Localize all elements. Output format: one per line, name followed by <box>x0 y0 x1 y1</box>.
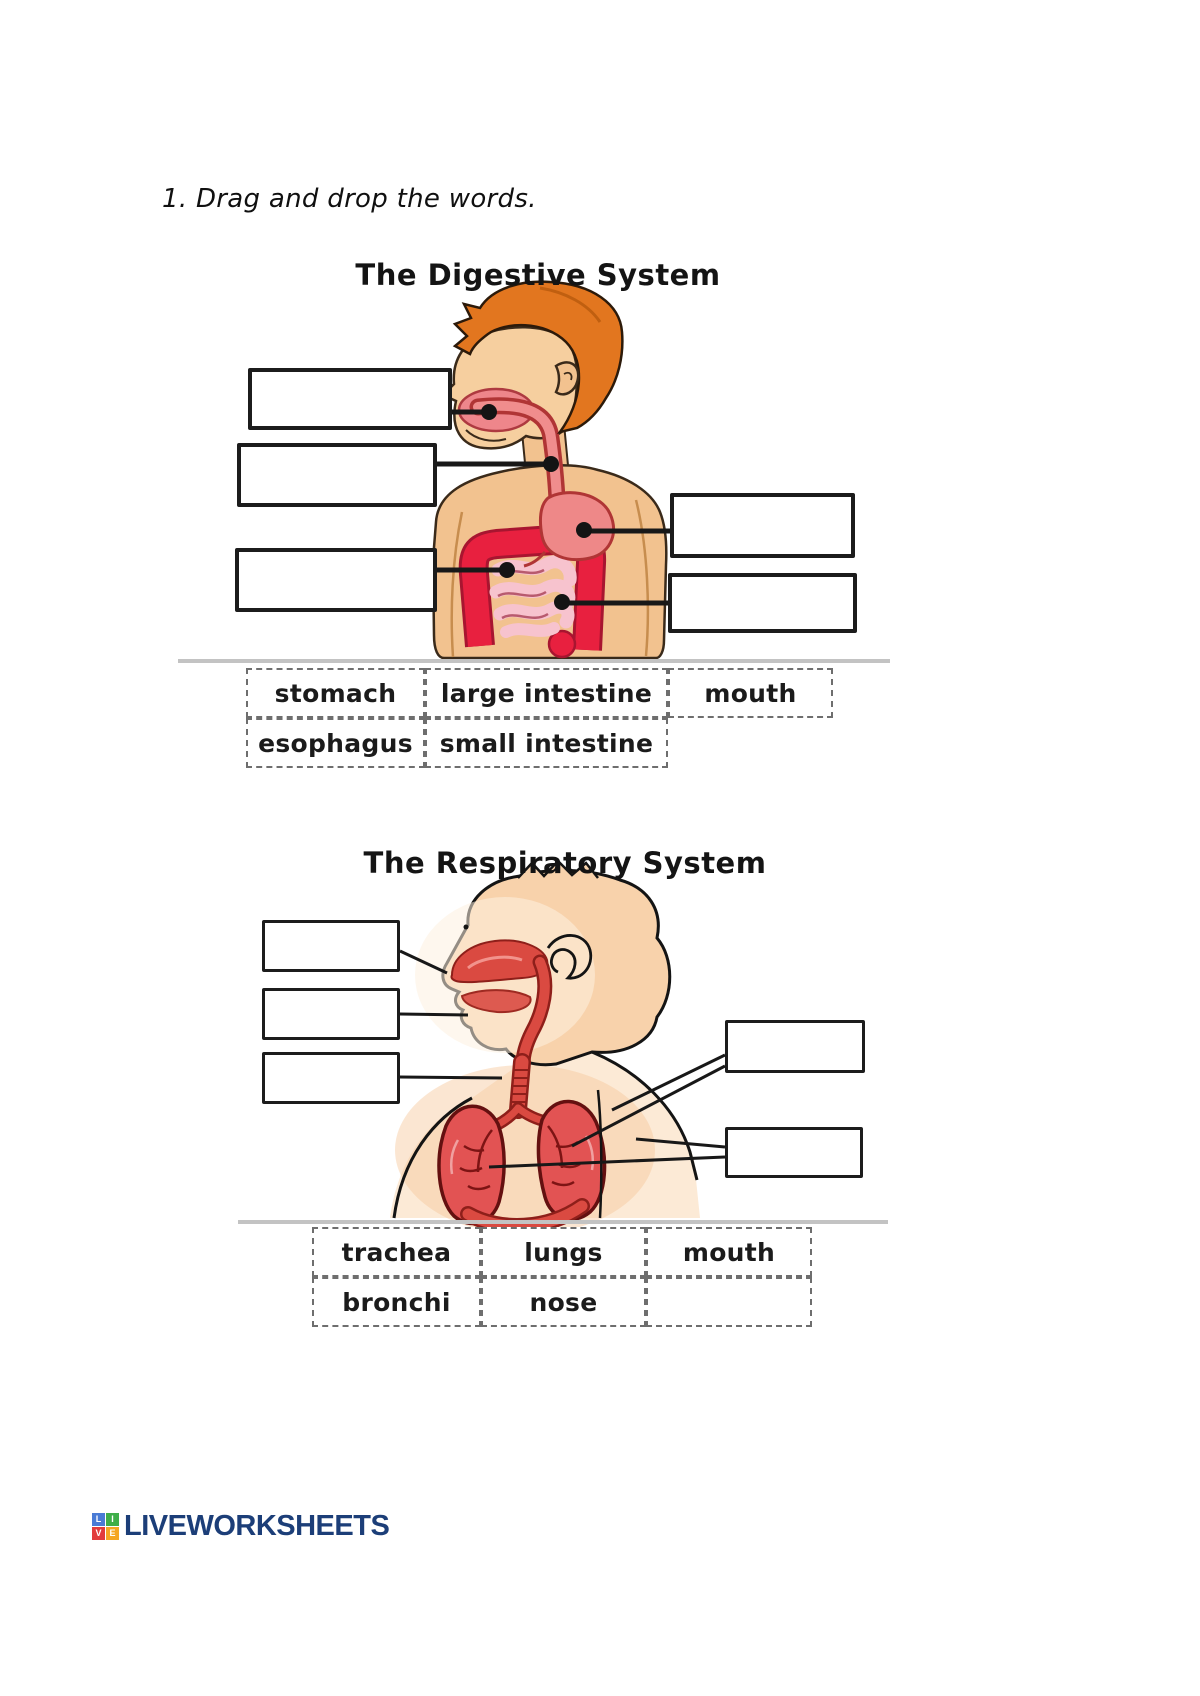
word-chip-bronchi[interactable]: bronchi <box>312 1277 481 1327</box>
instruction-text: 1. Drag and drop the words. <box>162 184 537 214</box>
digestive-drop-box-small-intestine[interactable] <box>668 573 857 633</box>
respiratory-title: The Respiratory System <box>363 846 767 880</box>
respiratory-drop-box-trachea[interactable] <box>262 1052 400 1104</box>
respiratory-drop-box-nose[interactable] <box>262 920 400 972</box>
respiratory-drop-box-bronchi[interactable] <box>725 1127 863 1178</box>
digestive-drop-box-esophagus[interactable] <box>237 443 437 507</box>
respiratory-figure <box>390 859 700 1235</box>
logo-square-green: I <box>106 1512 119 1526</box>
word-chip-nose[interactable]: nose <box>481 1277 646 1327</box>
word-chip-trachea[interactable]: trachea <box>312 1227 481 1277</box>
digestive-drop-box-large-intestine[interactable] <box>235 548 437 612</box>
respiratory-pointer-lines <box>399 949 726 1169</box>
liveworksheets-grid-icon: L I V E <box>92 1512 120 1541</box>
logo-square-red: V <box>92 1526 105 1540</box>
digestive-title: The Digestive System <box>355 258 721 292</box>
word-chip-lungs[interactable]: lungs <box>481 1227 646 1277</box>
digestive-separator-line <box>178 659 890 663</box>
digestive-figure <box>431 280 668 660</box>
logo-square-yellow: E <box>106 1526 119 1540</box>
word-chip-mouth[interactable]: mouth <box>668 668 833 718</box>
respiratory-drop-box-mouth[interactable] <box>262 988 400 1040</box>
liveworksheets-logo[interactable]: L I V E LIVEWORKSHEETS <box>92 1510 390 1543</box>
digestive-drop-box-mouth[interactable] <box>248 368 452 430</box>
word-chip-small-intestine[interactable]: small intestine <box>425 718 668 768</box>
respiratory-separator-line <box>238 1220 888 1224</box>
liveworksheets-wordmark: LIVEWORKSHEETS <box>124 1510 390 1542</box>
word-chip-empty[interactable] <box>646 1277 812 1327</box>
digestive-pointer-lines <box>437 404 671 610</box>
digestive-drop-box-stomach[interactable] <box>670 493 855 558</box>
logo-square-blue: L <box>92 1512 105 1526</box>
word-chip-esophagus[interactable]: esophagus <box>246 718 425 768</box>
respiratory-drop-box-lungs[interactable] <box>725 1020 865 1073</box>
word-chip-large-intestine[interactable]: large intestine <box>425 668 668 718</box>
word-chip-mouth-2[interactable]: mouth <box>646 1227 812 1277</box>
word-chip-stomach[interactable]: stomach <box>246 668 425 718</box>
